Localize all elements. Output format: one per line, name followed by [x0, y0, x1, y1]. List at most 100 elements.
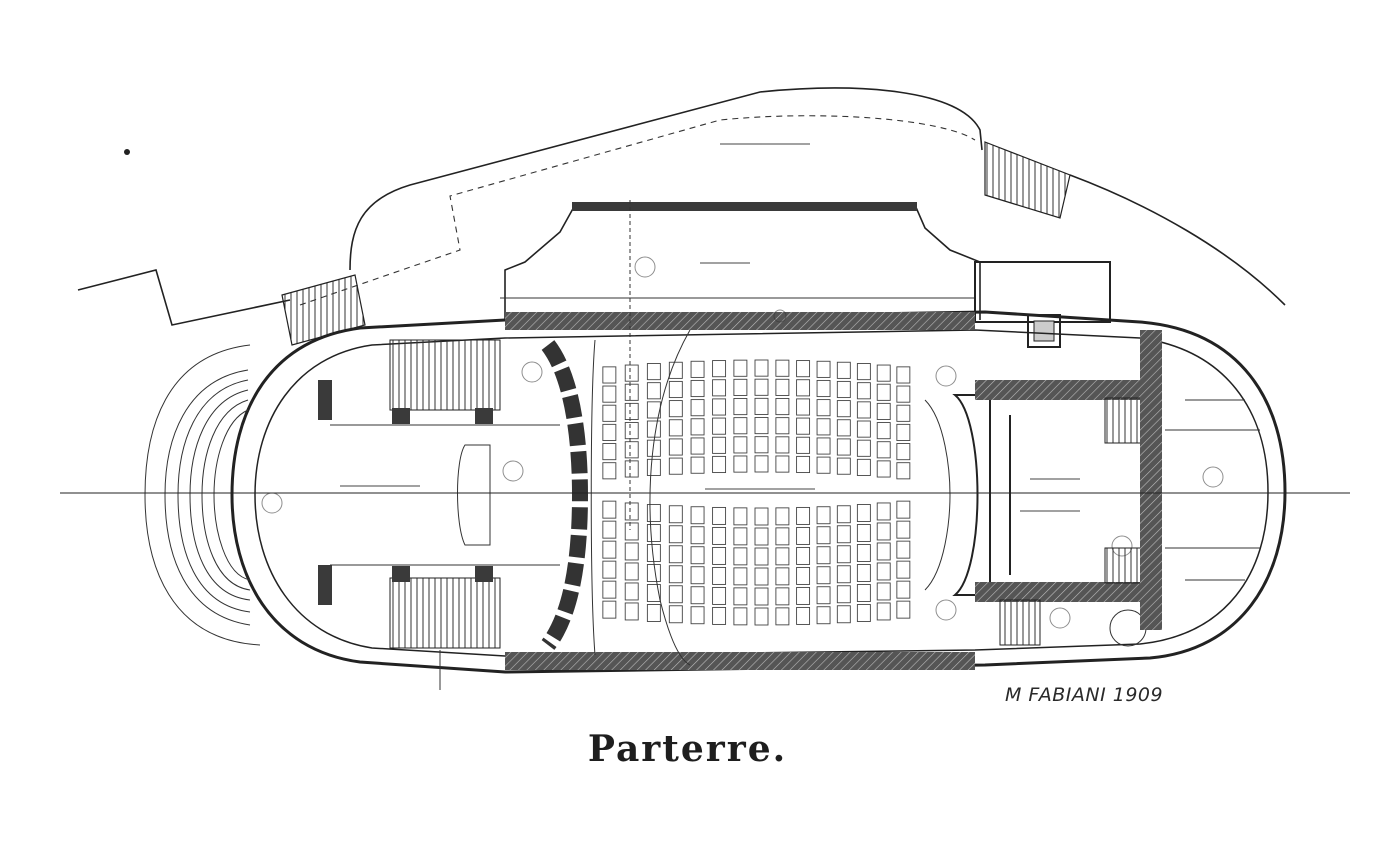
seat-mark — [690, 437, 705, 455]
seat-mark — [836, 419, 851, 437]
seat-mark — [646, 524, 661, 542]
seat-mark — [775, 507, 790, 526]
seat-mark — [856, 363, 871, 381]
stage-area — [924, 330, 1162, 647]
seat-mark — [646, 363, 661, 381]
seat-mark — [602, 600, 617, 619]
seat-mark — [754, 607, 769, 626]
plan-caption: Parterre. — [587, 728, 788, 770]
exterior-stairs — [281, 141, 1071, 346]
seat-mark — [796, 526, 811, 545]
seat-mark — [836, 361, 851, 379]
seat-mark — [712, 546, 727, 565]
seat-mark — [602, 366, 617, 384]
seat-mark — [836, 605, 851, 624]
seat-mark — [796, 455, 811, 474]
seat-mark — [836, 545, 851, 564]
seat-mark — [876, 422, 891, 440]
seat-mark — [796, 398, 811, 416]
seat-mark — [754, 527, 769, 546]
seat-mark — [733, 527, 748, 546]
seat-mark — [775, 527, 790, 546]
seat-mark — [668, 525, 683, 544]
seat-mark — [690, 360, 705, 378]
seat-mark — [836, 457, 851, 475]
seat-mark — [712, 455, 727, 474]
seat-mark — [754, 436, 769, 454]
seat-mark — [896, 404, 911, 422]
seat-mark — [668, 361, 683, 379]
seat-mark — [754, 417, 769, 435]
seat-mark — [646, 504, 661, 522]
seat-mark — [646, 564, 661, 582]
seat-mark — [646, 604, 661, 622]
seat-mark — [836, 400, 851, 418]
seat-mark — [733, 507, 748, 526]
seat-mark — [646, 420, 661, 438]
seat-mark — [896, 423, 911, 441]
seat-mark — [690, 606, 705, 625]
seat-mark — [668, 565, 683, 584]
seat-mark — [876, 562, 891, 581]
seat-mark — [754, 397, 769, 415]
seat-mark — [816, 566, 831, 585]
seat-mark — [856, 564, 871, 582]
buffet-wing — [500, 202, 1111, 348]
seat-mark — [690, 506, 705, 525]
seat-mark — [796, 360, 811, 378]
seat-mark — [796, 506, 811, 525]
seat-mark — [646, 584, 661, 602]
seat-mark — [796, 436, 811, 454]
seat-mark — [690, 586, 705, 605]
seat-mark — [754, 507, 769, 526]
seat-mark — [775, 417, 790, 435]
seat-mark — [836, 380, 851, 399]
seat-mark — [624, 602, 639, 621]
architect-signature: M FABIANI 1909 — [1005, 684, 1164, 706]
seat-mark — [668, 505, 683, 524]
seat-mark — [712, 586, 727, 605]
seat-mark — [624, 402, 639, 420]
seat-mark — [733, 547, 748, 566]
seat-mark — [602, 423, 617, 441]
seat-mark — [816, 418, 831, 436]
seat-mark — [896, 600, 911, 619]
seat-mark — [816, 606, 831, 625]
seat-mark — [624, 502, 639, 521]
seat-mark — [712, 398, 727, 416]
seat-mark — [796, 417, 811, 435]
seat-mark — [712, 417, 727, 435]
seat-mark — [856, 420, 871, 438]
room-annotations — [261, 143, 1224, 629]
seat-mark — [754, 547, 769, 566]
seat-mark — [836, 585, 851, 604]
seat-mark — [775, 455, 790, 473]
seat-mark — [712, 360, 727, 378]
seat-mark — [668, 545, 683, 564]
seat-mark — [876, 364, 891, 382]
seat-mark — [876, 522, 891, 541]
seat-mark — [602, 540, 617, 559]
seat-mark — [876, 383, 891, 401]
seat-mark — [602, 443, 617, 461]
seat-mark — [876, 441, 891, 459]
seat-mark — [876, 582, 891, 601]
seat-mark — [856, 401, 871, 419]
seat-mark — [836, 525, 851, 544]
seat-mark — [624, 460, 639, 478]
seat-mark — [876, 402, 891, 420]
seat-mark — [690, 526, 705, 545]
seat-mark — [775, 436, 790, 454]
seat-mark — [668, 457, 683, 475]
seat-mark — [690, 546, 705, 565]
seat-mark — [896, 462, 911, 480]
seat-mark — [733, 398, 748, 416]
seat-mark — [602, 560, 617, 579]
seat-mark — [775, 587, 790, 606]
seat-mark — [602, 385, 617, 403]
seat-mark — [646, 458, 661, 476]
seat-mark — [836, 505, 851, 524]
seat-mark — [856, 458, 871, 476]
seat-mark — [856, 504, 871, 522]
